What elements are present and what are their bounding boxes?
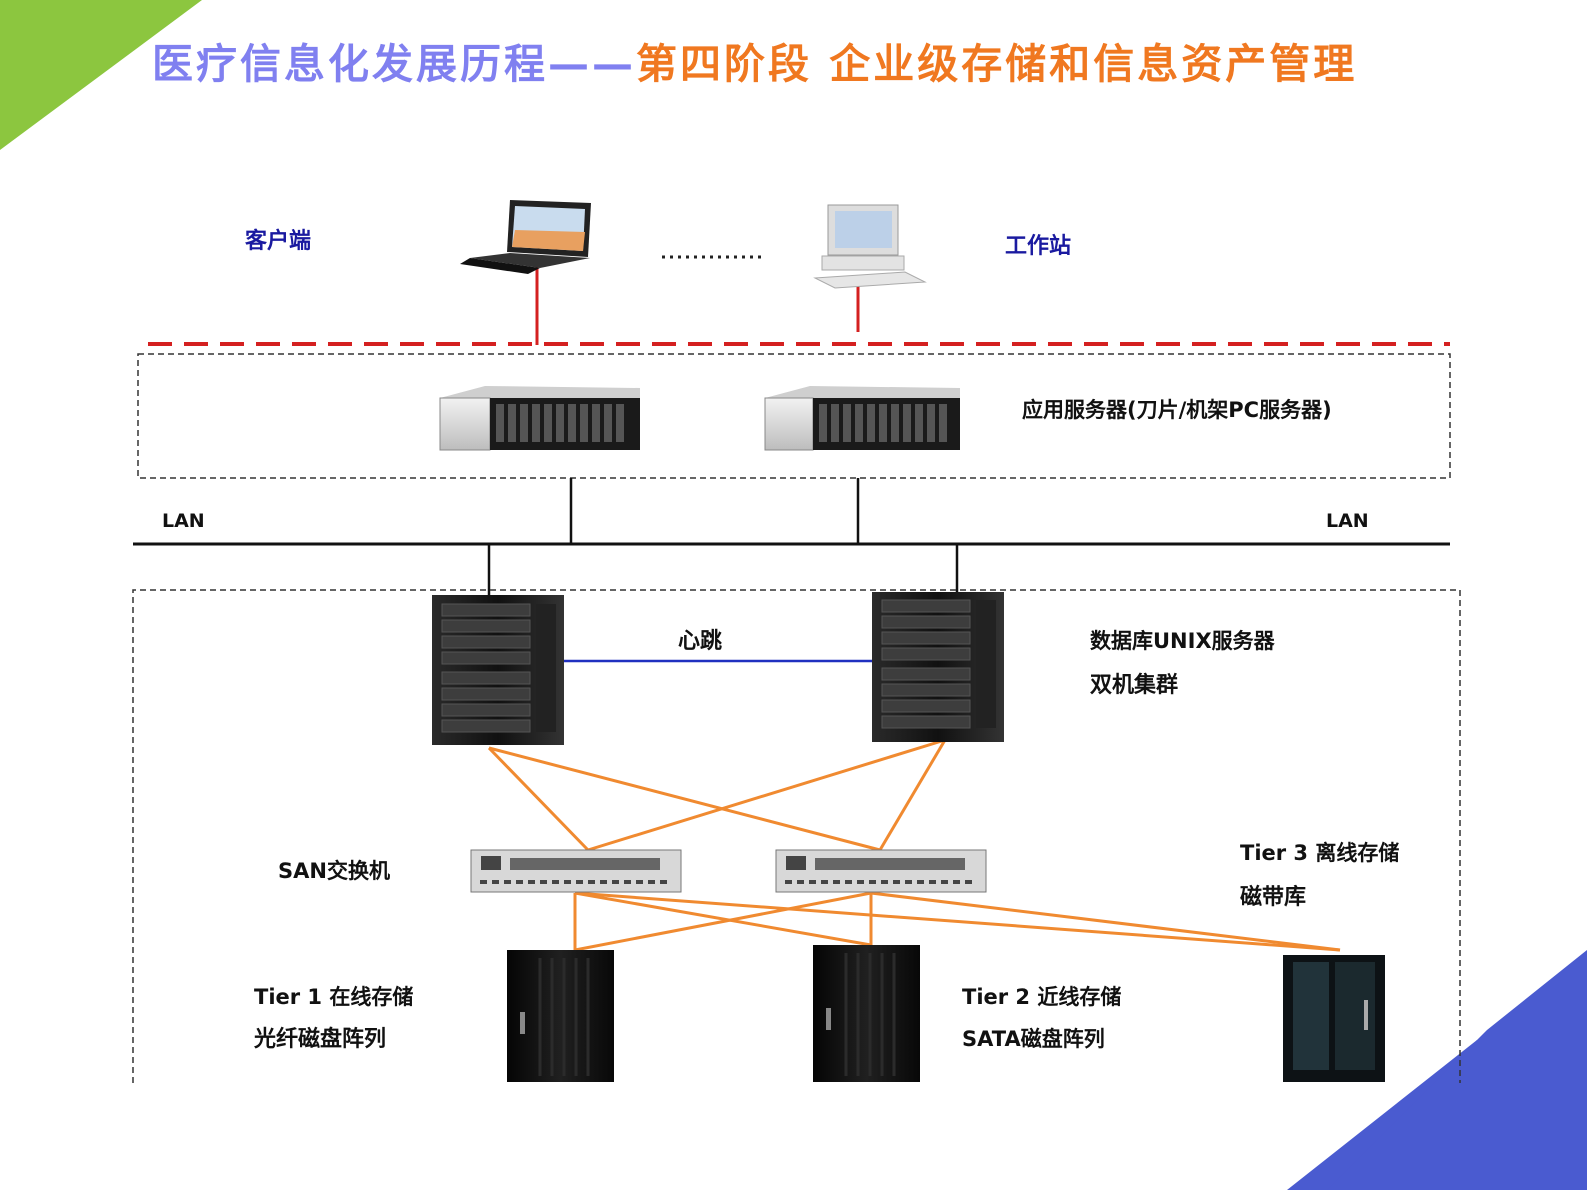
san-switch-icon (470, 849, 682, 893)
db-cluster-label: 双机集群 (1090, 673, 1179, 698)
fiber-link (574, 891, 1341, 952)
title-part-2: 第四阶段 企业级存储和信息资产管理 (636, 40, 1358, 88)
lan-label-right: LAN (1326, 510, 1369, 532)
san-switch-icon (775, 849, 987, 893)
rack-server-icon (764, 386, 960, 451)
fiber-link (878, 739, 947, 851)
unix-server-tower-icon (432, 595, 564, 745)
san-switch-label: SAN交换机 (278, 859, 390, 883)
fiber-link (587, 738, 946, 852)
fiber-link (574, 891, 872, 952)
unix-server-tower-icon (872, 592, 1004, 742)
sata-disk-array-label: SATA磁盘阵列 (962, 1027, 1105, 1051)
app-server-zone (137, 353, 1451, 479)
db-server-label: 数据库UNIX服务器 (1090, 629, 1275, 653)
rack-server-icon (439, 386, 640, 451)
fiber-link (574, 891, 872, 947)
corner-decoration-bottom-right (1287, 950, 1587, 1190)
workstation-label: 工作站 (1005, 234, 1072, 259)
sata-disk-array-icon (813, 945, 920, 1082)
tier2-label: Tier 2 近线存储 (962, 985, 1122, 1009)
fiber-link (870, 891, 1341, 952)
laptop-icon (460, 200, 591, 274)
title-part-1: 医疗信息化发展历程—— (152, 40, 636, 88)
corner-decoration-top-left (0, 0, 202, 150)
lan-label-left: LAN (162, 510, 205, 532)
fiber-disk-array-icon (507, 950, 614, 1082)
tape-library-icon (1283, 955, 1385, 1082)
app-server-label: 应用服务器(刀片/机架PC服务器) (1022, 398, 1332, 422)
desktop-computer-icon (813, 204, 927, 289)
tier1-label: Tier 1 在线存储 (254, 985, 414, 1009)
page-title: 医疗信息化发展历程——第四阶段 企业级存储和信息资产管理 (152, 40, 1357, 89)
fiber-link (488, 746, 881, 852)
fiber-link (487, 746, 590, 852)
heartbeat-label: 心跳 (678, 629, 723, 654)
client-label: 客户端 (245, 229, 312, 254)
tape-library-label: 磁带库 (1240, 885, 1307, 910)
tier3-label: Tier 3 离线存储 (1240, 841, 1400, 865)
fiber-disk-array-label: 光纤磁盘阵列 (254, 1027, 387, 1052)
